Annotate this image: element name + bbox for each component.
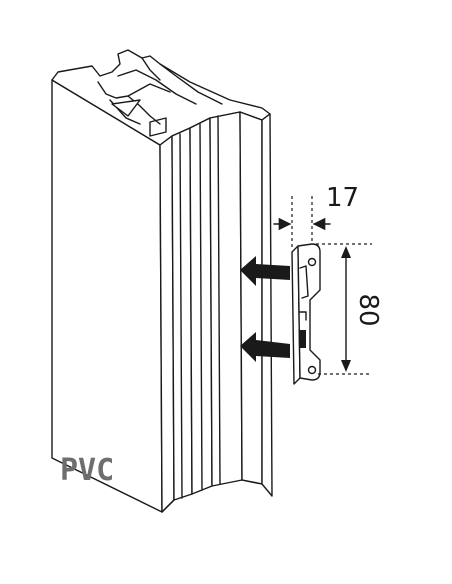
keeper-plate [291, 243, 321, 385]
material-label: PVC [60, 453, 114, 488]
height-arrow-top [341, 246, 351, 258]
keeper-hook-slot [299, 265, 309, 299]
height-dimension-label: 80 [353, 293, 383, 326]
keeper-screw-hole-bottom [307, 365, 317, 375]
profile-side-face-5 [239, 111, 263, 485]
profile-chamber-lines [97, 57, 223, 125]
profile-small-rect [149, 117, 167, 137]
pvc-profile [51, 49, 273, 513]
width-dimension-label: 17 [326, 183, 359, 213]
arrow-left-icon [240, 256, 290, 286]
height-arrow-bottom [341, 360, 351, 372]
dimension-width [273, 196, 331, 250]
profile-side-face-4 [209, 111, 243, 487]
keeper-screw-hole-top [307, 257, 317, 267]
profile-side-face-6 [261, 113, 273, 497]
keeper-lower-slot [300, 330, 306, 348]
profile-groove-lines [179, 115, 221, 499]
profile-front-face [51, 79, 163, 513]
dimension-height [316, 243, 372, 375]
arrow-lower [240, 332, 290, 362]
profile-chamber-triangle [111, 99, 141, 117]
arrow-upper [240, 256, 290, 286]
profile-bottom-edge [161, 479, 263, 513]
keeper-notch [299, 311, 307, 321]
arrow-left-icon [240, 332, 290, 362]
